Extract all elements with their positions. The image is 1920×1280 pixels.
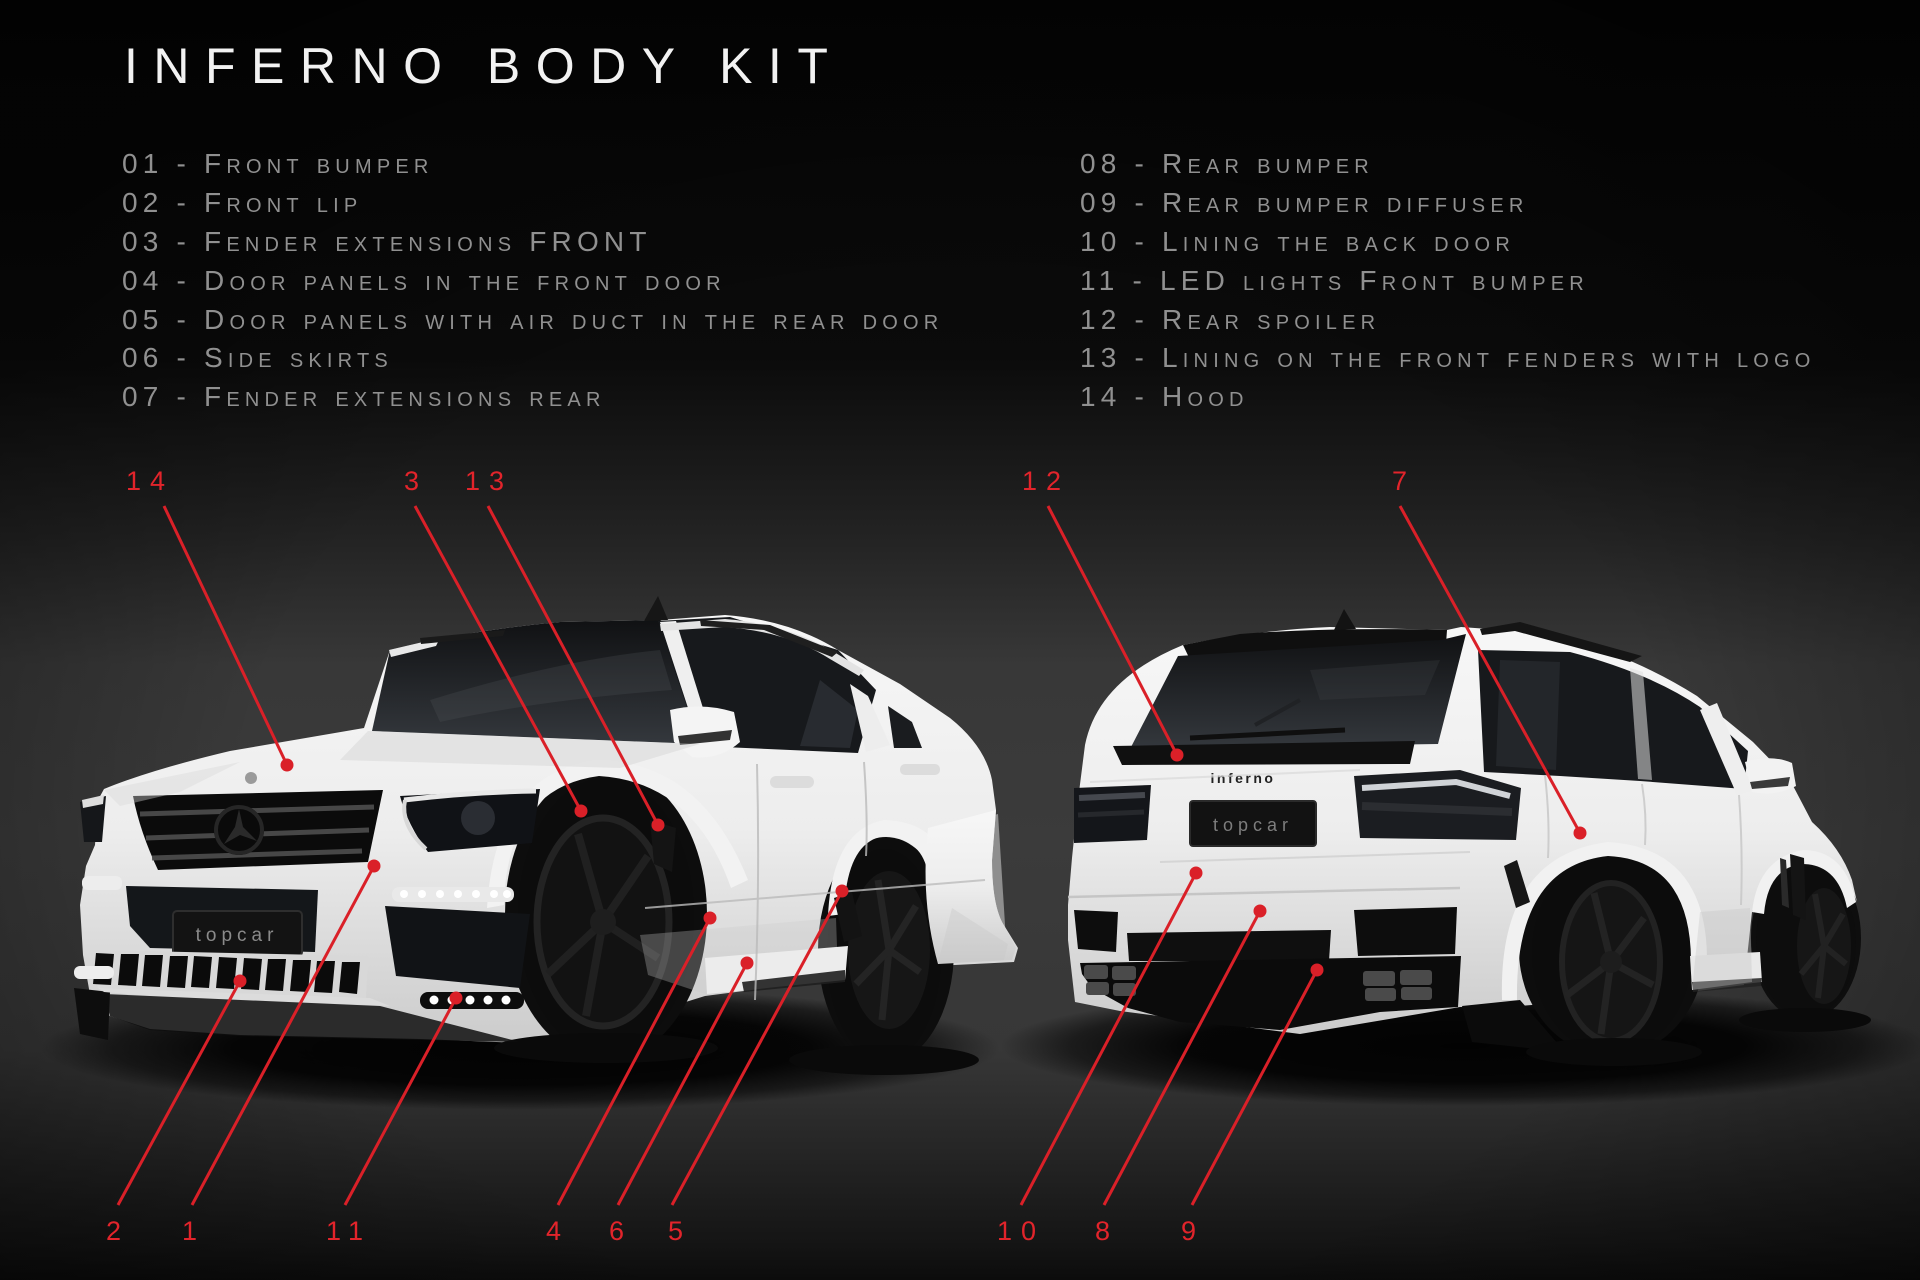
svg-text:inferno: inferno	[1211, 770, 1276, 786]
svg-text:topcar: topcar	[1213, 815, 1293, 835]
svg-text:topcar: topcar	[196, 925, 279, 946]
